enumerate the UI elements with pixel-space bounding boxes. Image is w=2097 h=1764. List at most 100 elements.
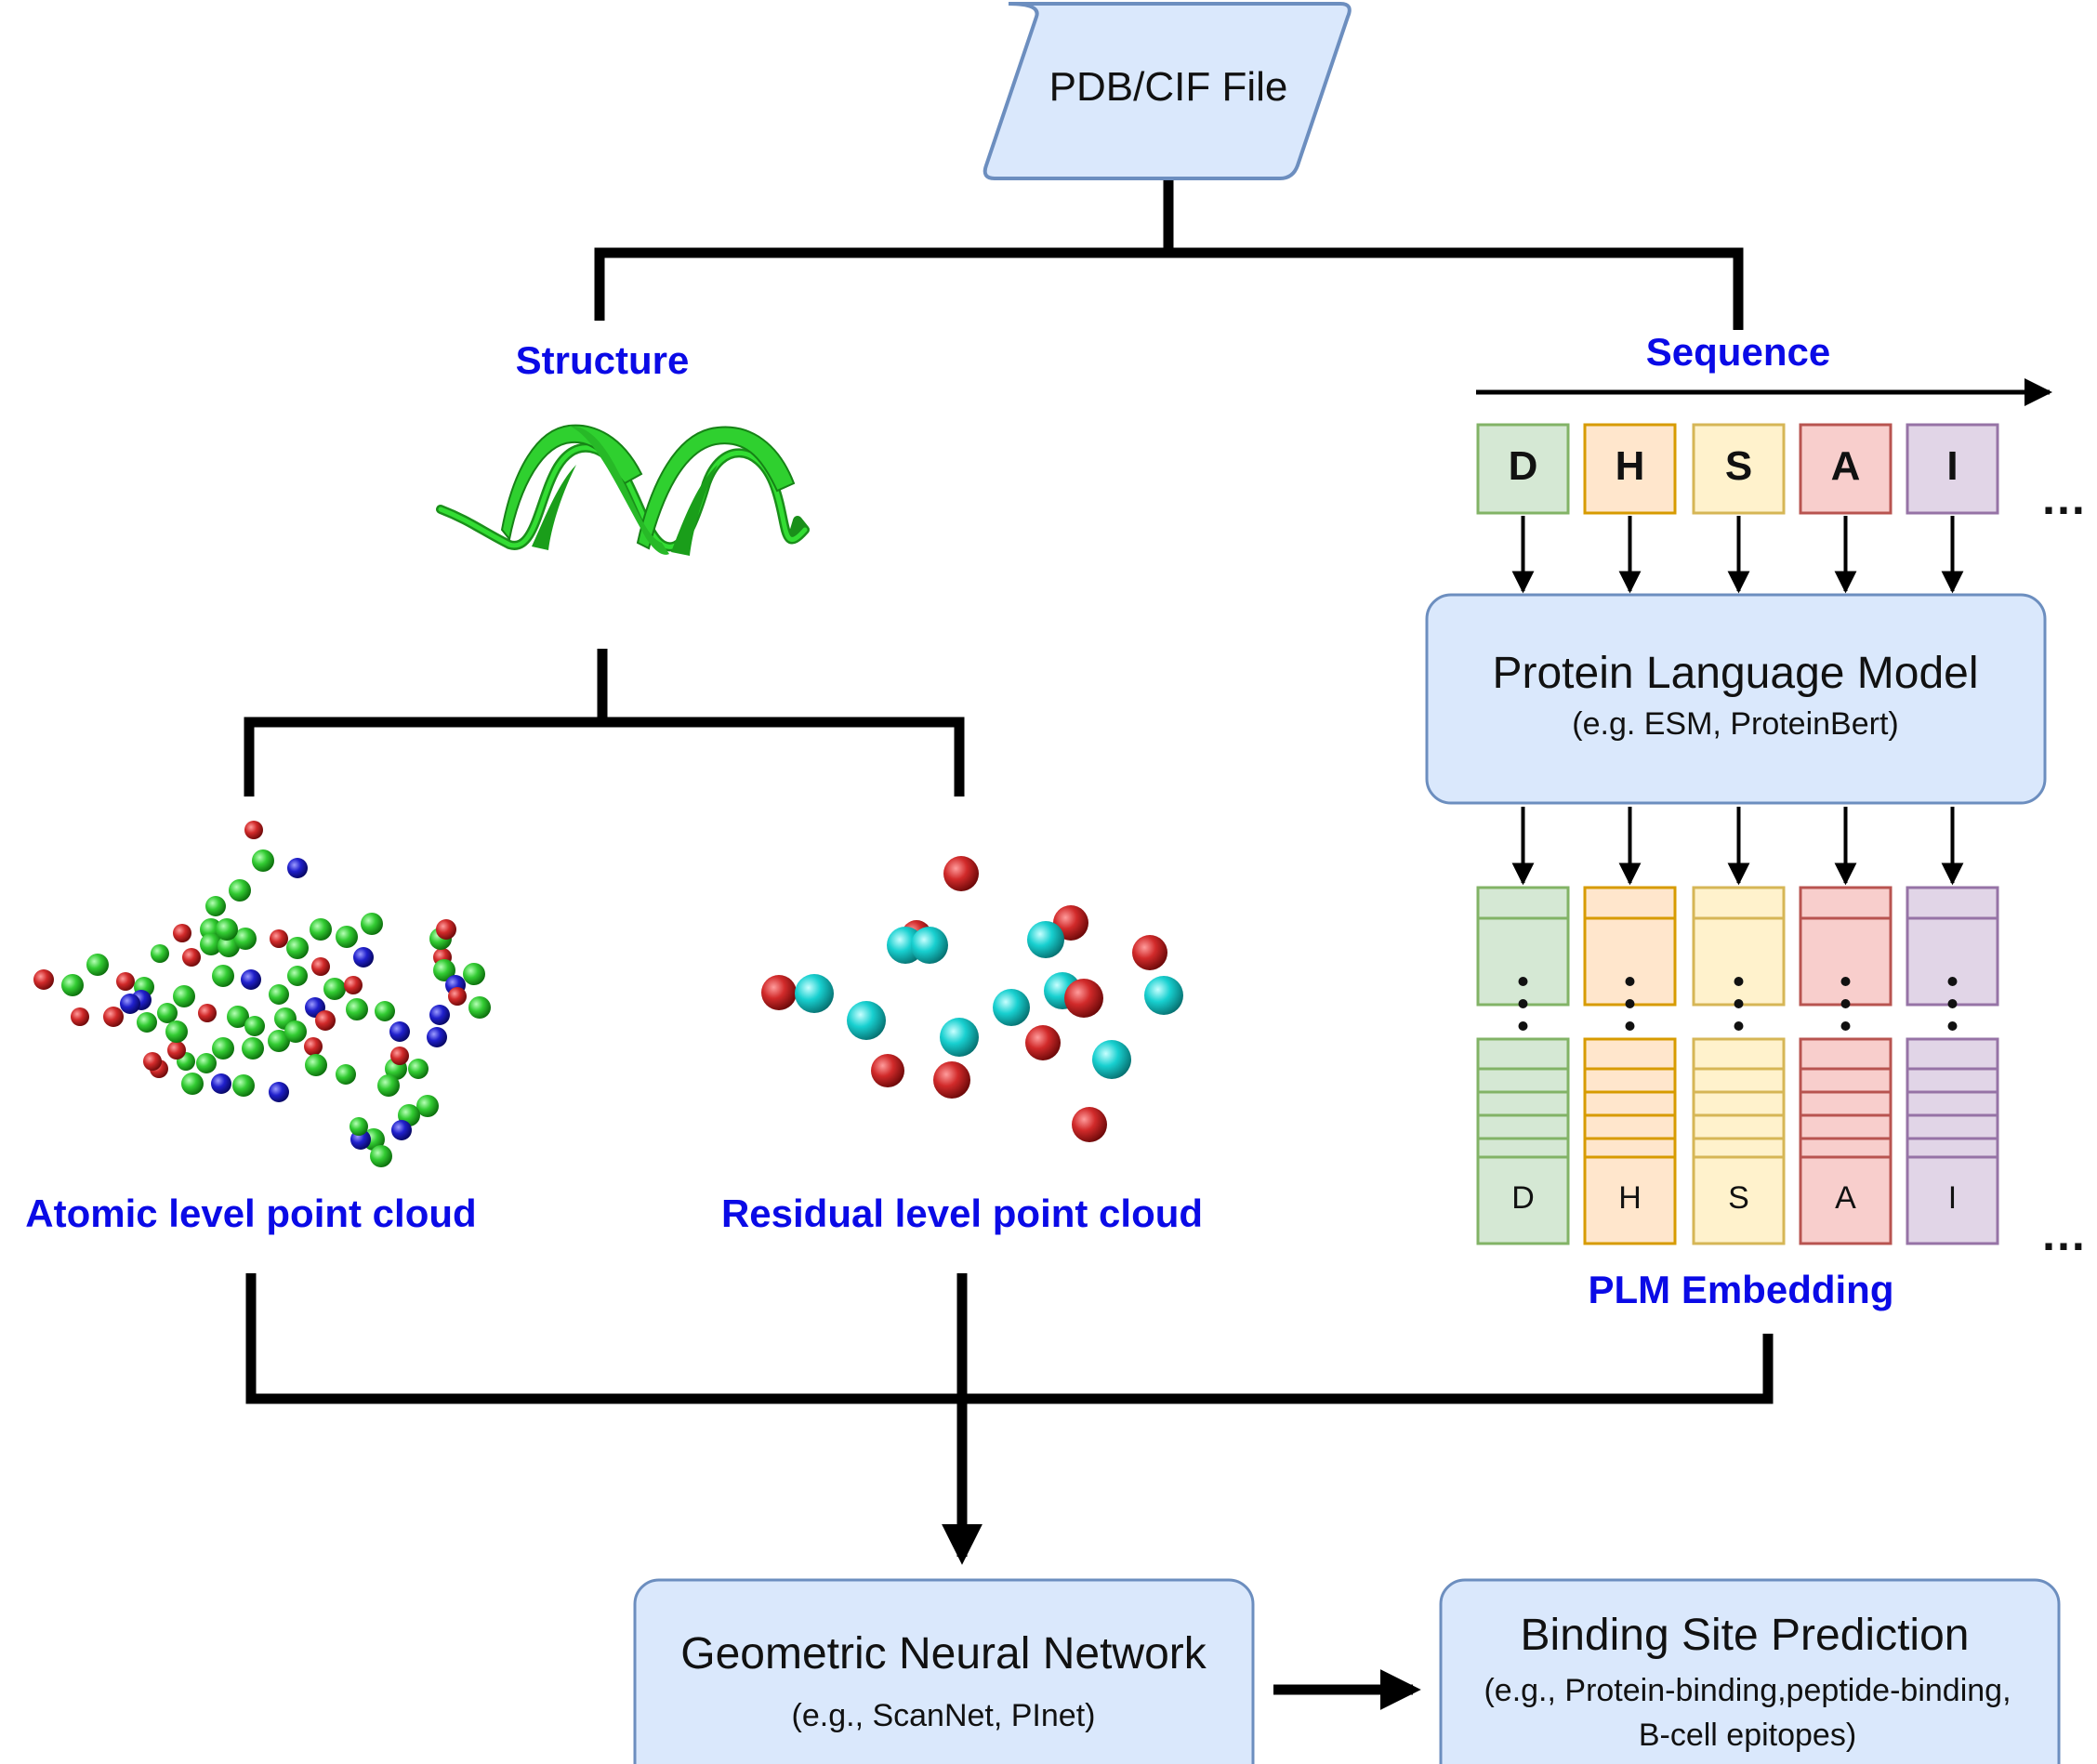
- atom-sphere: [165, 1020, 188, 1043]
- sequence-token-box: [1906, 423, 1999, 515]
- atom-sphere: [336, 926, 358, 948]
- atom-sphere: [268, 1030, 290, 1052]
- atom-sphere: [304, 1037, 323, 1056]
- atom-sphere: [468, 996, 491, 1019]
- gnn-node: Geometric Neural Network (e.g., ScanNet,…: [633, 1578, 1255, 1764]
- atom-sphere: [389, 1021, 410, 1042]
- atom-sphere: [336, 1064, 356, 1085]
- sequence-token-box: [1799, 423, 1893, 515]
- protein-helix-icon: [436, 424, 810, 556]
- atom-sphere: [241, 969, 261, 990]
- embedding-letter: A: [1835, 1180, 1856, 1216]
- atom-sphere: [227, 1006, 249, 1028]
- atom-sphere: [232, 1074, 255, 1097]
- atom-sphere: [151, 944, 169, 963]
- input-file-node: PDB/CIF File: [983, 2, 1352, 180]
- prediction-subtitle-line2: B-cell epitopes): [1639, 1718, 1856, 1753]
- sequence-token-letter: D: [1509, 443, 1538, 489]
- atom-sphere: [361, 913, 383, 935]
- residue-sphere: [993, 989, 1030, 1026]
- plm-subtitle: (e.g. ESM, ProteinBert): [1572, 706, 1898, 742]
- atom-sphere: [182, 948, 201, 967]
- atom-sphere: [242, 1037, 264, 1060]
- embedding-column: I: [1906, 886, 1999, 1245]
- atom-sphere: [310, 918, 332, 941]
- sequence-label: Sequence: [1646, 330, 1830, 374]
- atom-sphere: [33, 969, 54, 990]
- residue-sphere: [911, 927, 948, 964]
- atom-sphere: [315, 1010, 336, 1031]
- atom-sphere: [137, 1012, 157, 1033]
- gnn-box: [633, 1578, 1255, 1764]
- atom-sphere: [229, 879, 251, 902]
- atom-sphere: [181, 1073, 204, 1095]
- atom-sphere: [416, 1095, 439, 1117]
- residue-sphere: [940, 1018, 979, 1057]
- atom-sphere: [143, 1052, 162, 1071]
- embedding-letter: H: [1618, 1180, 1642, 1216]
- embedding-column: D: [1476, 886, 1570, 1245]
- atom-sphere: [391, 1120, 412, 1140]
- residue-sphere: [1072, 1107, 1107, 1142]
- input-file-shape: [983, 2, 1352, 180]
- embedding-letter: I: [1948, 1180, 1957, 1216]
- atom-sphere: [344, 976, 363, 994]
- residue-sphere: [871, 1054, 904, 1087]
- sequence-token-letter: I: [1946, 443, 1958, 489]
- atom-sphere: [377, 1074, 400, 1097]
- embedding-column: A: [1799, 886, 1893, 1245]
- atom-sphere: [212, 965, 234, 987]
- atom-sphere: [353, 947, 374, 968]
- atom-sphere: [252, 849, 274, 872]
- embedding-column: S: [1692, 886, 1786, 1245]
- gnn-subtitle: (e.g., ScanNet, PInet): [792, 1698, 1096, 1733]
- atom-sphere: [211, 1073, 231, 1094]
- atom-sphere: [305, 1054, 327, 1076]
- plm-title: Protein Language Model: [1492, 649, 1978, 698]
- atom-sphere: [284, 1020, 307, 1043]
- atom-sphere: [370, 1145, 392, 1167]
- atomic-cloud-label: Atomic level point cloud: [25, 1191, 476, 1235]
- residue-sphere: [1144, 976, 1183, 1015]
- embedding-letter: D: [1511, 1180, 1535, 1216]
- atom-sphere: [244, 821, 263, 839]
- atom-sphere: [269, 984, 289, 1005]
- atom-sphere: [103, 1007, 124, 1027]
- atom-sphere: [463, 963, 485, 985]
- atom-sphere: [429, 1005, 450, 1025]
- prediction-title: Binding Site Prediction: [1521, 1611, 1970, 1660]
- atom-sphere: [433, 959, 455, 981]
- residue-sphere: [795, 974, 834, 1013]
- plm-embedding-label: PLM Embedding: [1589, 1268, 1894, 1311]
- atom-sphere: [448, 987, 467, 1006]
- plm-box: [1425, 593, 2047, 805]
- atom-sphere: [408, 1059, 429, 1079]
- residue-sphere: [847, 1001, 886, 1040]
- structure-label: Structure: [516, 338, 690, 382]
- atom-sphere: [270, 929, 288, 948]
- atom-sphere: [234, 928, 257, 950]
- prediction-box: [1439, 1578, 2061, 1764]
- atom-sphere: [198, 1004, 217, 1022]
- prediction-node: Binding Site Prediction (e.g., Protein-b…: [1439, 1578, 2061, 1764]
- sequence-token-box: [1692, 423, 1786, 515]
- atom-sphere: [167, 1041, 186, 1060]
- atom-sphere: [346, 998, 368, 1020]
- sequence-token-letter: A: [1831, 443, 1861, 489]
- sequence-token-letter: H: [1616, 443, 1645, 489]
- token-ellipsis: …: [2040, 472, 2087, 524]
- atom-sphere: [216, 918, 238, 941]
- embedding-column: H: [1583, 886, 1677, 1245]
- atomic-point-cloud: [33, 821, 491, 1167]
- plm-node: Protein Language Model (e.g. ESM, Protei…: [1425, 593, 2047, 805]
- residue-sphere: [761, 975, 797, 1010]
- atom-sphere: [212, 1037, 234, 1060]
- atom-sphere: [173, 924, 191, 942]
- input-file-label: PDB/CIF File: [1049, 64, 1288, 110]
- gnn-title: Geometric Neural Network: [680, 1629, 1207, 1678]
- merge-connector: [245, 1273, 1774, 1404]
- residual-point-cloud: [761, 856, 1183, 1142]
- sequence-token-box: [1476, 423, 1570, 515]
- residue-sphere: [1092, 1040, 1131, 1079]
